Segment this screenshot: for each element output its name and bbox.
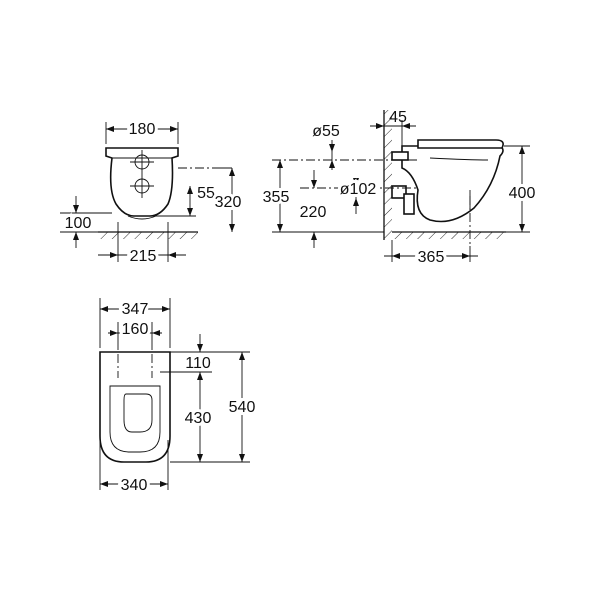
front-fixing-holes	[130, 150, 154, 198]
dim-top-110: 110	[185, 355, 211, 372]
top-bowl-outline	[99, 351, 171, 463]
front-view: 180 55 320 100 215	[60, 118, 244, 268]
side-bowl-inner	[429, 157, 489, 161]
dim-front-100: 100	[65, 215, 92, 232]
dim-side-365: 365	[418, 249, 445, 266]
dim-top-340: 340	[121, 477, 148, 494]
dim-side-d102: ø102	[340, 181, 377, 198]
dim-side-45: 45	[389, 109, 407, 126]
dim-top-540: 540	[229, 399, 256, 416]
dim-top-160: 160	[122, 321, 149, 338]
side-seat	[417, 139, 504, 149]
top-view: 347 160 110 430 540 340	[99, 298, 258, 497]
dim-top-430: 430	[185, 410, 212, 427]
side-bowl-outline	[401, 145, 504, 223]
dim-side-355: 355	[263, 189, 290, 206]
dim-side-400: 400	[509, 185, 536, 202]
dim-front-180: 180	[129, 121, 156, 138]
side-view: 45 ø55 ø102 355 220 400	[260, 109, 539, 269]
side-wall-hatch	[384, 110, 392, 240]
side-floor-hatch	[392, 232, 506, 239]
front-outlet	[127, 215, 157, 220]
side-outlet-pipe	[391, 185, 407, 199]
dim-front-320: 320	[215, 194, 242, 211]
dim-top-347: 347	[122, 301, 149, 318]
top-bowl-opening	[123, 393, 153, 433]
side-bracket	[403, 193, 415, 215]
top-seat-opening	[109, 385, 161, 453]
dim-side-d55: ø55	[312, 123, 340, 140]
dim-front-215: 215	[130, 248, 157, 265]
side-inlet-pipe	[391, 151, 409, 161]
front-floor-hatch	[98, 232, 198, 239]
dim-side-220: 220	[300, 204, 327, 221]
dim-front-55: 55	[197, 185, 215, 202]
